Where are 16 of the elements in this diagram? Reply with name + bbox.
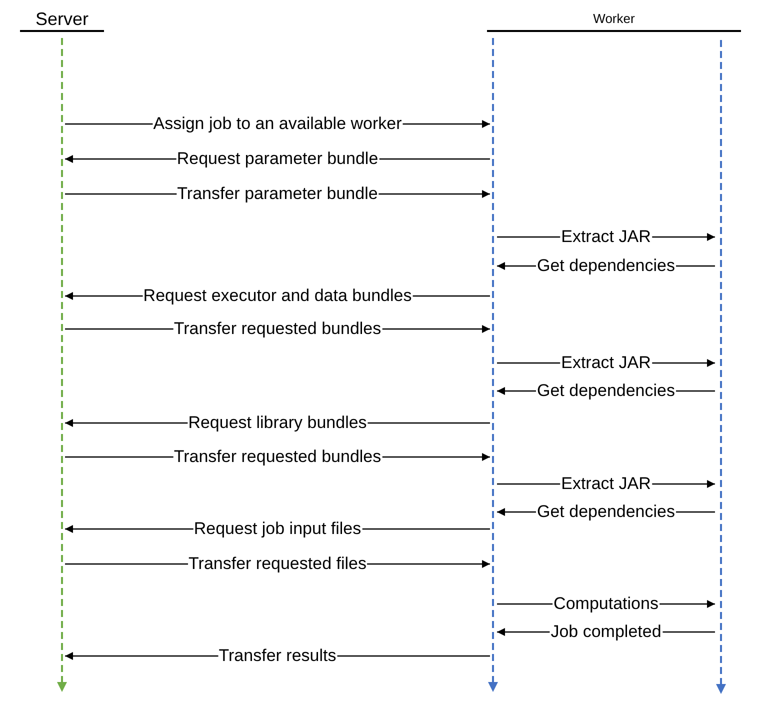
edge-label: Request executor and data bundles [142, 286, 413, 306]
participant-label: Worker [487, 8, 741, 32]
edge-label: Job completed [550, 622, 662, 642]
edge-label: Assign job to an available worker [152, 114, 403, 134]
edge-label: Request job input files [192, 519, 362, 539]
edge-label: Request library bundles [187, 413, 368, 433]
edge-label: Get dependencies [536, 256, 676, 276]
edge-label: Computations [552, 594, 660, 614]
edge-label: Transfer requested files [188, 554, 368, 574]
edge-label: Transfer requested bundles [172, 319, 382, 339]
edge-label: Transfer requested bundles [172, 447, 382, 467]
edge-label: Get dependencies [536, 381, 676, 401]
edge-label: Transfer parameter bundle [176, 184, 379, 204]
participant-label: Server [20, 8, 104, 32]
edge-label: Get dependencies [536, 502, 676, 522]
edge-label: Request parameter bundle [176, 149, 380, 169]
